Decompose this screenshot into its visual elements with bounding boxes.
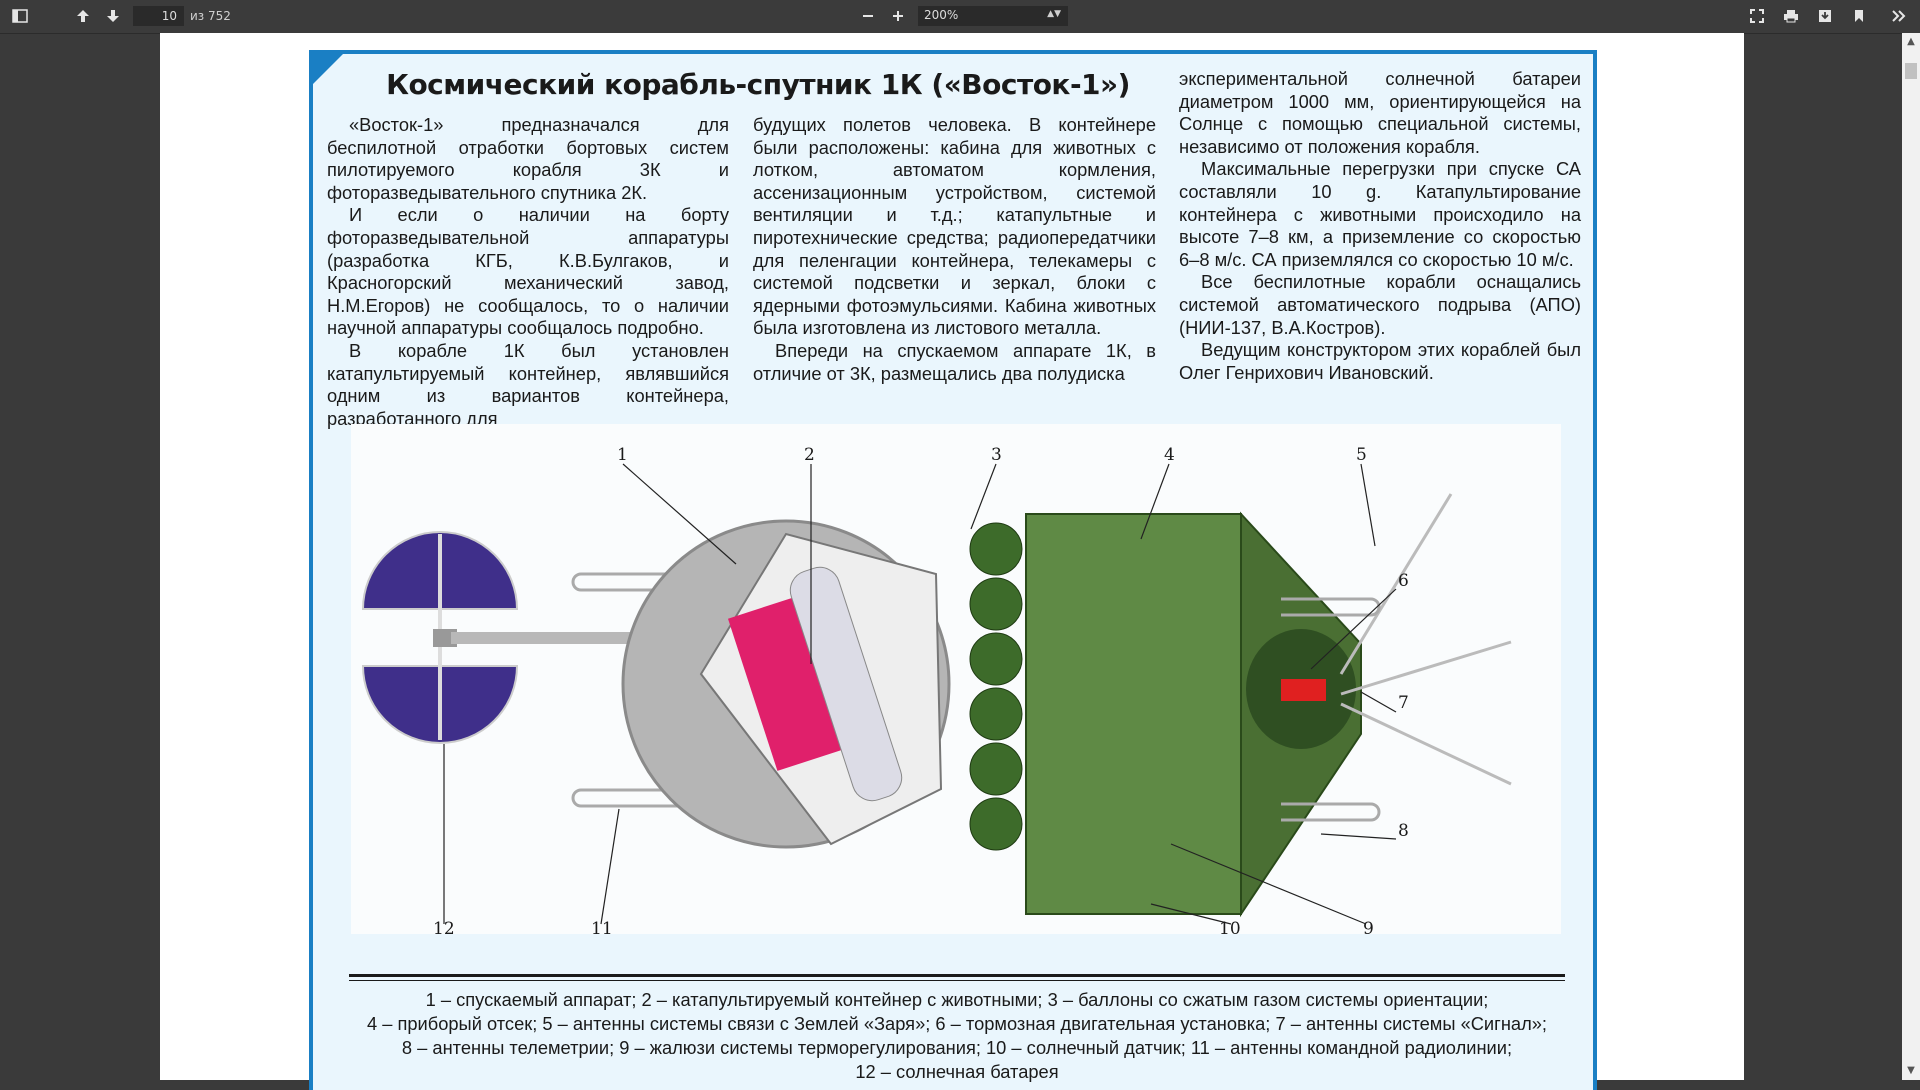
figure-number: 1 [617,445,628,465]
paragraph: В корабле 1К был установлен катапультиру… [327,339,729,429]
paragraph: И если о наличии на борту фоторазведыват… [327,204,729,339]
text-column-3: экспериментальной солнечной батареи диам… [1179,68,1581,384]
print-icon[interactable] [1779,5,1803,27]
bookmark-icon[interactable] [1847,5,1871,27]
scroll-down-icon[interactable]: ▼ [1907,1065,1915,1076]
caption-line: 8 – антенны телеметрии; 9 – жалюзи систе… [401,1037,1513,1058]
text-column-1: «Восток-1» предназначался для беспилотно… [327,114,729,430]
figure-number: 5 [1356,445,1367,465]
text-column-2: будущих полетов человека. В контейнере б… [753,114,1156,385]
antenna-shape [1281,597,1381,617]
figure-number: 2 [804,445,815,465]
solar-panel-illustration [361,531,661,744]
figure-number: 4 [1164,445,1175,465]
minus-icon[interactable] [856,5,880,27]
antenna-line [1340,640,1512,696]
arrow-down-icon[interactable] [101,5,125,27]
container-cylinder [789,566,903,802]
plus-icon[interactable] [886,5,910,27]
gas-bottles-shape [969,522,1023,851]
spacecraft-illustration: 1 2 3 4 5 6 7 8 9 10 11 12 [351,424,1561,934]
pdf-toolbar: 10 из 752 200% ▲▼ [0,0,1920,34]
caption-line: 4 – приборый отсек; 5 – антенны системы … [366,1013,1547,1034]
figure-numbers: 1 2 3 4 5 6 7 8 9 10 11 12 [433,445,1409,934]
more-icon[interactable] [1887,5,1911,27]
sidebar-toggle-icon[interactable] [8,5,32,27]
zoom-select[interactable]: 200% ▲▼ [918,6,1068,26]
paragraph: «Восток-1» предназначался для беспилотно… [327,114,729,203]
caption-line: 1 – спускаемый аппарат; 2 – катапультиру… [425,989,1489,1010]
instrument-module-body [1025,513,1242,915]
fullscreen-icon[interactable] [1745,5,1769,27]
figure-number: 3 [991,445,1002,465]
page-total-label: из 752 [190,9,231,23]
caption-line: 12 – солнечная батарея [855,1061,1059,1082]
document-page: Космический корабль-спутник 1К («Восток-… [160,33,1744,1090]
animal-container-shape [727,597,845,771]
figure-number: 12 [433,919,455,934]
figure-number: 7 [1398,693,1409,713]
corner-decoration [309,50,347,88]
antenna-line [1340,702,1512,786]
figure-number: 11 [591,919,613,934]
caption-separator-thin [349,980,1565,981]
paragraph: Ведущим конструктором этих кораблей был … [1179,339,1581,383]
chevron-down-icon: ▲▼ [1047,9,1061,19]
article-title: Космический корабль-спутник 1К («Восток-… [386,68,1130,101]
illustration-background [351,424,1561,934]
figure-number: 8 [1398,821,1409,841]
vertical-scrollbar[interactable]: ▲ ▼ [1902,33,1920,1080]
figure-caption: 1 – спускаемый аппарат; 2 – катапультиру… [333,988,1581,1084]
article-frame: Космический корабль-спутник 1К («Восток-… [309,50,1597,1090]
antenna-line [1339,493,1453,675]
scroll-up-icon[interactable]: ▲ [1907,36,1915,47]
page-number-input[interactable]: 10 [133,6,184,26]
download-icon[interactable] [1813,5,1837,27]
paragraph: Впереди на спускаемом аппарате 1К, в отл… [753,339,1156,384]
zoom-value: 200% [924,8,959,22]
paragraph: Максимальные перегрузки при спуске СА со… [1179,158,1581,270]
braking-engine-shape [1281,679,1326,701]
figure-number: 10 [1219,919,1241,934]
scroll-thumb[interactable] [1905,63,1917,79]
arrow-up-icon[interactable] [71,5,95,27]
figure-number: 9 [1363,919,1374,934]
paragraph: будущих полетов человека. В контейнере б… [753,114,1156,339]
paragraph: экспериментальной солнечной батареи диам… [1179,68,1581,157]
leader-lines [443,463,1397,925]
caption-separator [349,974,1565,977]
figure-number: 6 [1398,571,1409,591]
antenna-shape [1281,802,1381,822]
paragraph: Все беспилотные корабли оснащались систе… [1179,271,1581,338]
